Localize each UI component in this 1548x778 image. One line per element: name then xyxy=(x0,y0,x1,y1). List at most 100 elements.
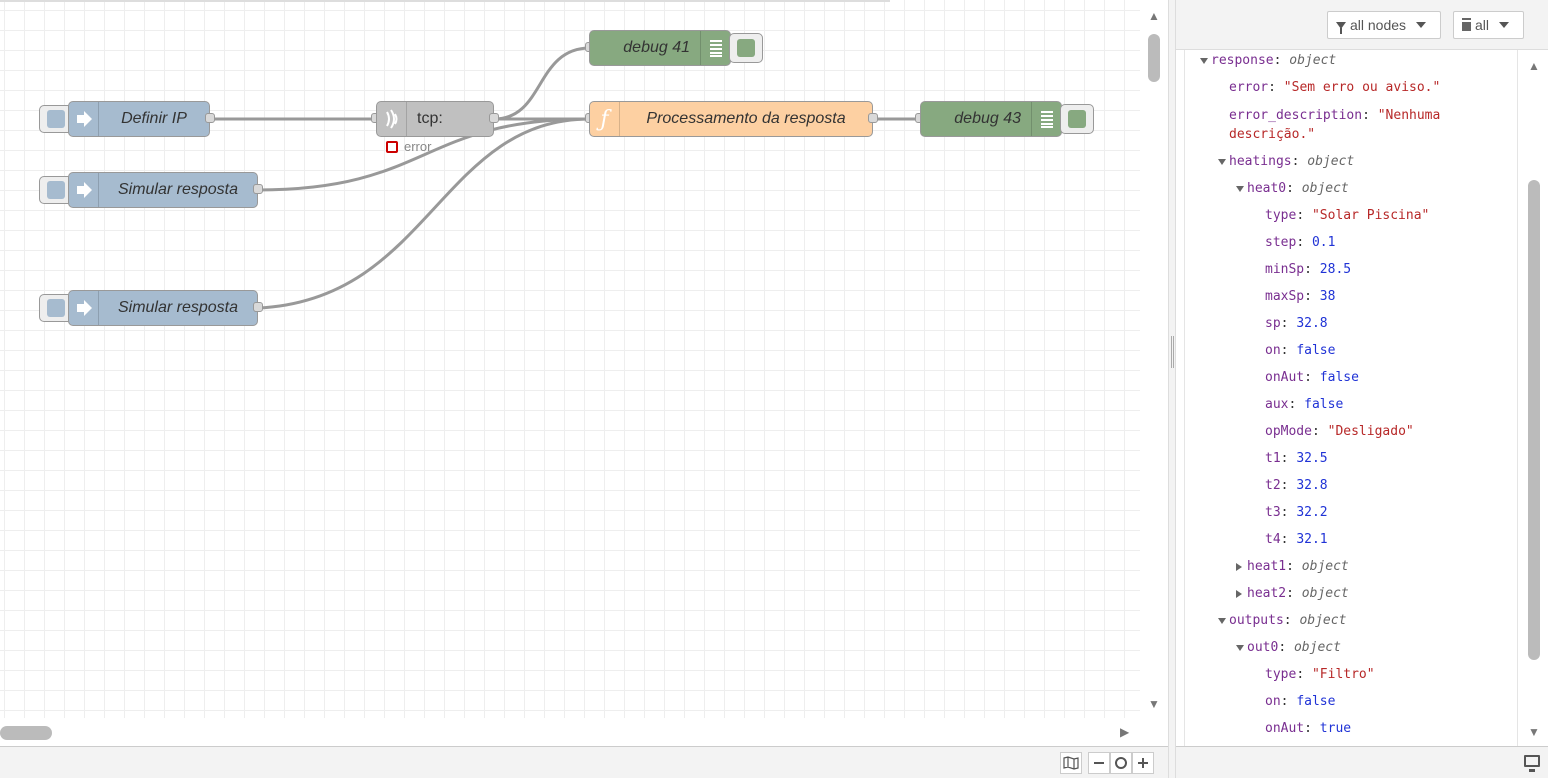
tree-key: t2 xyxy=(1265,478,1281,493)
tree-row-heat2[interactable]: heat2: object xyxy=(1236,585,1349,603)
tree-row-type: type: "Filtro" xyxy=(1265,666,1375,684)
scroll-up-arrow-icon[interactable]: ▲ xyxy=(1528,59,1540,73)
node-debug-43[interactable]: debug 43 xyxy=(920,101,1062,137)
debug-toggle-face xyxy=(737,39,755,57)
tree-row-out0[interactable]: out0: object xyxy=(1236,639,1341,657)
debug-toggle-face xyxy=(1068,110,1086,128)
node-simular-resposta-2[interactable]: Simular resposta xyxy=(68,290,258,326)
inject-button-simular-2[interactable] xyxy=(39,294,73,322)
scroll-down-arrow-icon[interactable]: ▼ xyxy=(1148,697,1160,711)
caret-right-icon[interactable] xyxy=(1236,590,1242,598)
tree-value: object xyxy=(1301,559,1349,574)
output-port[interactable] xyxy=(253,184,263,194)
canvas-horizontal-scrollbar[interactable]: ▶ xyxy=(0,718,1140,746)
tree-key: t3 xyxy=(1265,505,1281,520)
tree-key: error xyxy=(1229,80,1269,95)
tree-row-response[interactable]: response: object xyxy=(1200,52,1336,70)
tree-separator: : xyxy=(1296,667,1312,682)
splitter-grip[interactable] xyxy=(1171,336,1174,368)
tree-value: false xyxy=(1296,694,1336,709)
wires-layer xyxy=(210,46,920,310)
caret-down-icon xyxy=(1499,22,1510,28)
output-port[interactable] xyxy=(253,302,263,312)
node-processamento-da-resposta[interactable]: ƒ Processamento da resposta xyxy=(589,101,873,137)
scroll-thumb[interactable] xyxy=(1528,180,1540,660)
tree-value: "Desligado" xyxy=(1327,424,1414,439)
tree-value: "Solar Piscina" xyxy=(1311,208,1430,223)
inject-arrow-icon xyxy=(69,173,99,207)
tree-key: onAut xyxy=(1265,721,1305,736)
node-definir-ip[interactable]: Definir IP xyxy=(68,101,210,137)
debug-toggle-41[interactable] xyxy=(729,33,763,63)
output-port[interactable] xyxy=(868,113,878,123)
wire-simular1-to-processamento[interactable] xyxy=(257,117,591,192)
caret-down-icon[interactable] xyxy=(1236,186,1244,192)
tree-row-heatings[interactable]: heatings: object xyxy=(1218,153,1354,171)
debug-toggle-43[interactable] xyxy=(1060,104,1094,134)
tree-value: 32.8 xyxy=(1296,316,1328,331)
filter-nodes-button[interactable]: all nodes xyxy=(1327,11,1441,39)
scroll-thumb[interactable] xyxy=(0,726,52,740)
debug-toolbar: all nodes all xyxy=(1176,0,1548,50)
scroll-right-arrow-icon[interactable]: ▶ xyxy=(1120,725,1130,739)
wire-simular2-to-processamento[interactable] xyxy=(257,117,591,310)
scroll-down-arrow-icon[interactable]: ▼ xyxy=(1528,725,1540,739)
inject-button-face xyxy=(47,110,65,128)
debug-vertical-scrollbar[interactable]: ▲ ▼ xyxy=(1518,50,1548,746)
status-error-icon xyxy=(386,140,398,153)
caret-down-icon[interactable] xyxy=(1218,159,1226,165)
tree-key: aux xyxy=(1265,397,1289,412)
navigator-map-button[interactable] xyxy=(1060,752,1082,774)
tree-row-step: step: 0.1 xyxy=(1265,234,1335,252)
scroll-thumb[interactable] xyxy=(1148,34,1160,82)
tree-separator: : xyxy=(1283,613,1300,628)
output-port[interactable] xyxy=(489,113,499,123)
zoom-in-button[interactable] xyxy=(1132,752,1154,774)
tree-key: type xyxy=(1265,667,1297,682)
tree-separator: : xyxy=(1286,559,1302,574)
canvas-vertical-scrollbar[interactable]: ▲ ▼ xyxy=(1140,0,1168,718)
caret-down-icon[interactable] xyxy=(1200,58,1208,64)
caret-down-icon[interactable] xyxy=(1236,645,1244,651)
output-port[interactable] xyxy=(205,113,215,123)
tree-key: opMode xyxy=(1265,424,1312,439)
tree-value: 32.1 xyxy=(1296,532,1328,547)
node-tcp[interactable]: tcp: xyxy=(376,101,494,137)
caret-down-icon[interactable] xyxy=(1218,618,1226,624)
tree-row-onaut: onAut: false xyxy=(1265,369,1359,387)
clear-messages-button[interactable]: all xyxy=(1453,11,1524,39)
tree-row-on: on: false xyxy=(1265,693,1335,711)
tree-row-type: type: "Solar Piscina" xyxy=(1265,207,1429,225)
node-label: debug 41 xyxy=(623,39,690,56)
tree-row-t2: t2: 32.8 xyxy=(1265,477,1328,495)
tree-row-heat0[interactable]: heat0: object xyxy=(1236,180,1349,198)
tree-key: on xyxy=(1265,343,1281,358)
zoom-reset-button[interactable] xyxy=(1110,752,1132,774)
scroll-up-arrow-icon[interactable]: ▲ xyxy=(1148,9,1160,23)
tree-row-outputs[interactable]: outputs: object xyxy=(1218,612,1346,630)
node-debug-41[interactable]: debug 41 xyxy=(589,30,731,66)
tree-key: heat1 xyxy=(1247,559,1287,574)
tree-row-t3: t3: 32.2 xyxy=(1265,504,1328,522)
monitor-icon[interactable] xyxy=(1524,755,1540,772)
tree-row-heat1[interactable]: heat1: object xyxy=(1236,558,1349,576)
flow-canvas[interactable]: Definir IP tcp: error Simular resposta xyxy=(0,0,1140,718)
caret-right-icon[interactable] xyxy=(1236,563,1242,571)
wire-tcp-to-debug41[interactable] xyxy=(493,46,591,121)
filter-label: all nodes xyxy=(1350,17,1407,33)
tree-separator: : xyxy=(1280,343,1297,358)
sidebar-splitter[interactable] xyxy=(1168,0,1176,778)
tree-key: step xyxy=(1265,235,1297,250)
tree-separator: : xyxy=(1278,640,1294,655)
tree-key: t4 xyxy=(1265,532,1281,547)
list-icon xyxy=(700,31,730,65)
node-simular-resposta-1[interactable]: Simular resposta xyxy=(68,172,258,208)
tree-key: outputs xyxy=(1229,613,1284,628)
tree-separator: : xyxy=(1280,316,1297,331)
workspace-footer xyxy=(0,746,1168,778)
tree-row-t4: t4: 32.1 xyxy=(1265,531,1328,549)
zoom-out-button[interactable] xyxy=(1088,752,1110,774)
tree-key: heat0 xyxy=(1247,181,1287,196)
